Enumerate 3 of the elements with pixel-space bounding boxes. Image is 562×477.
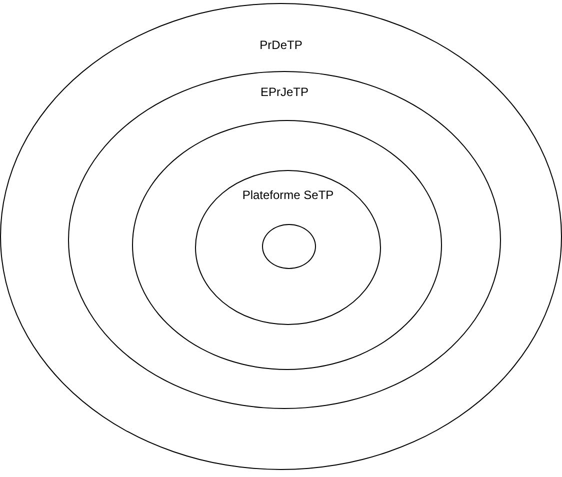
ring-label: Plateforme SeTP [242,188,334,202]
ring-label: EPrJeTP [260,85,308,99]
ring-label: PrDeTP [260,38,302,52]
